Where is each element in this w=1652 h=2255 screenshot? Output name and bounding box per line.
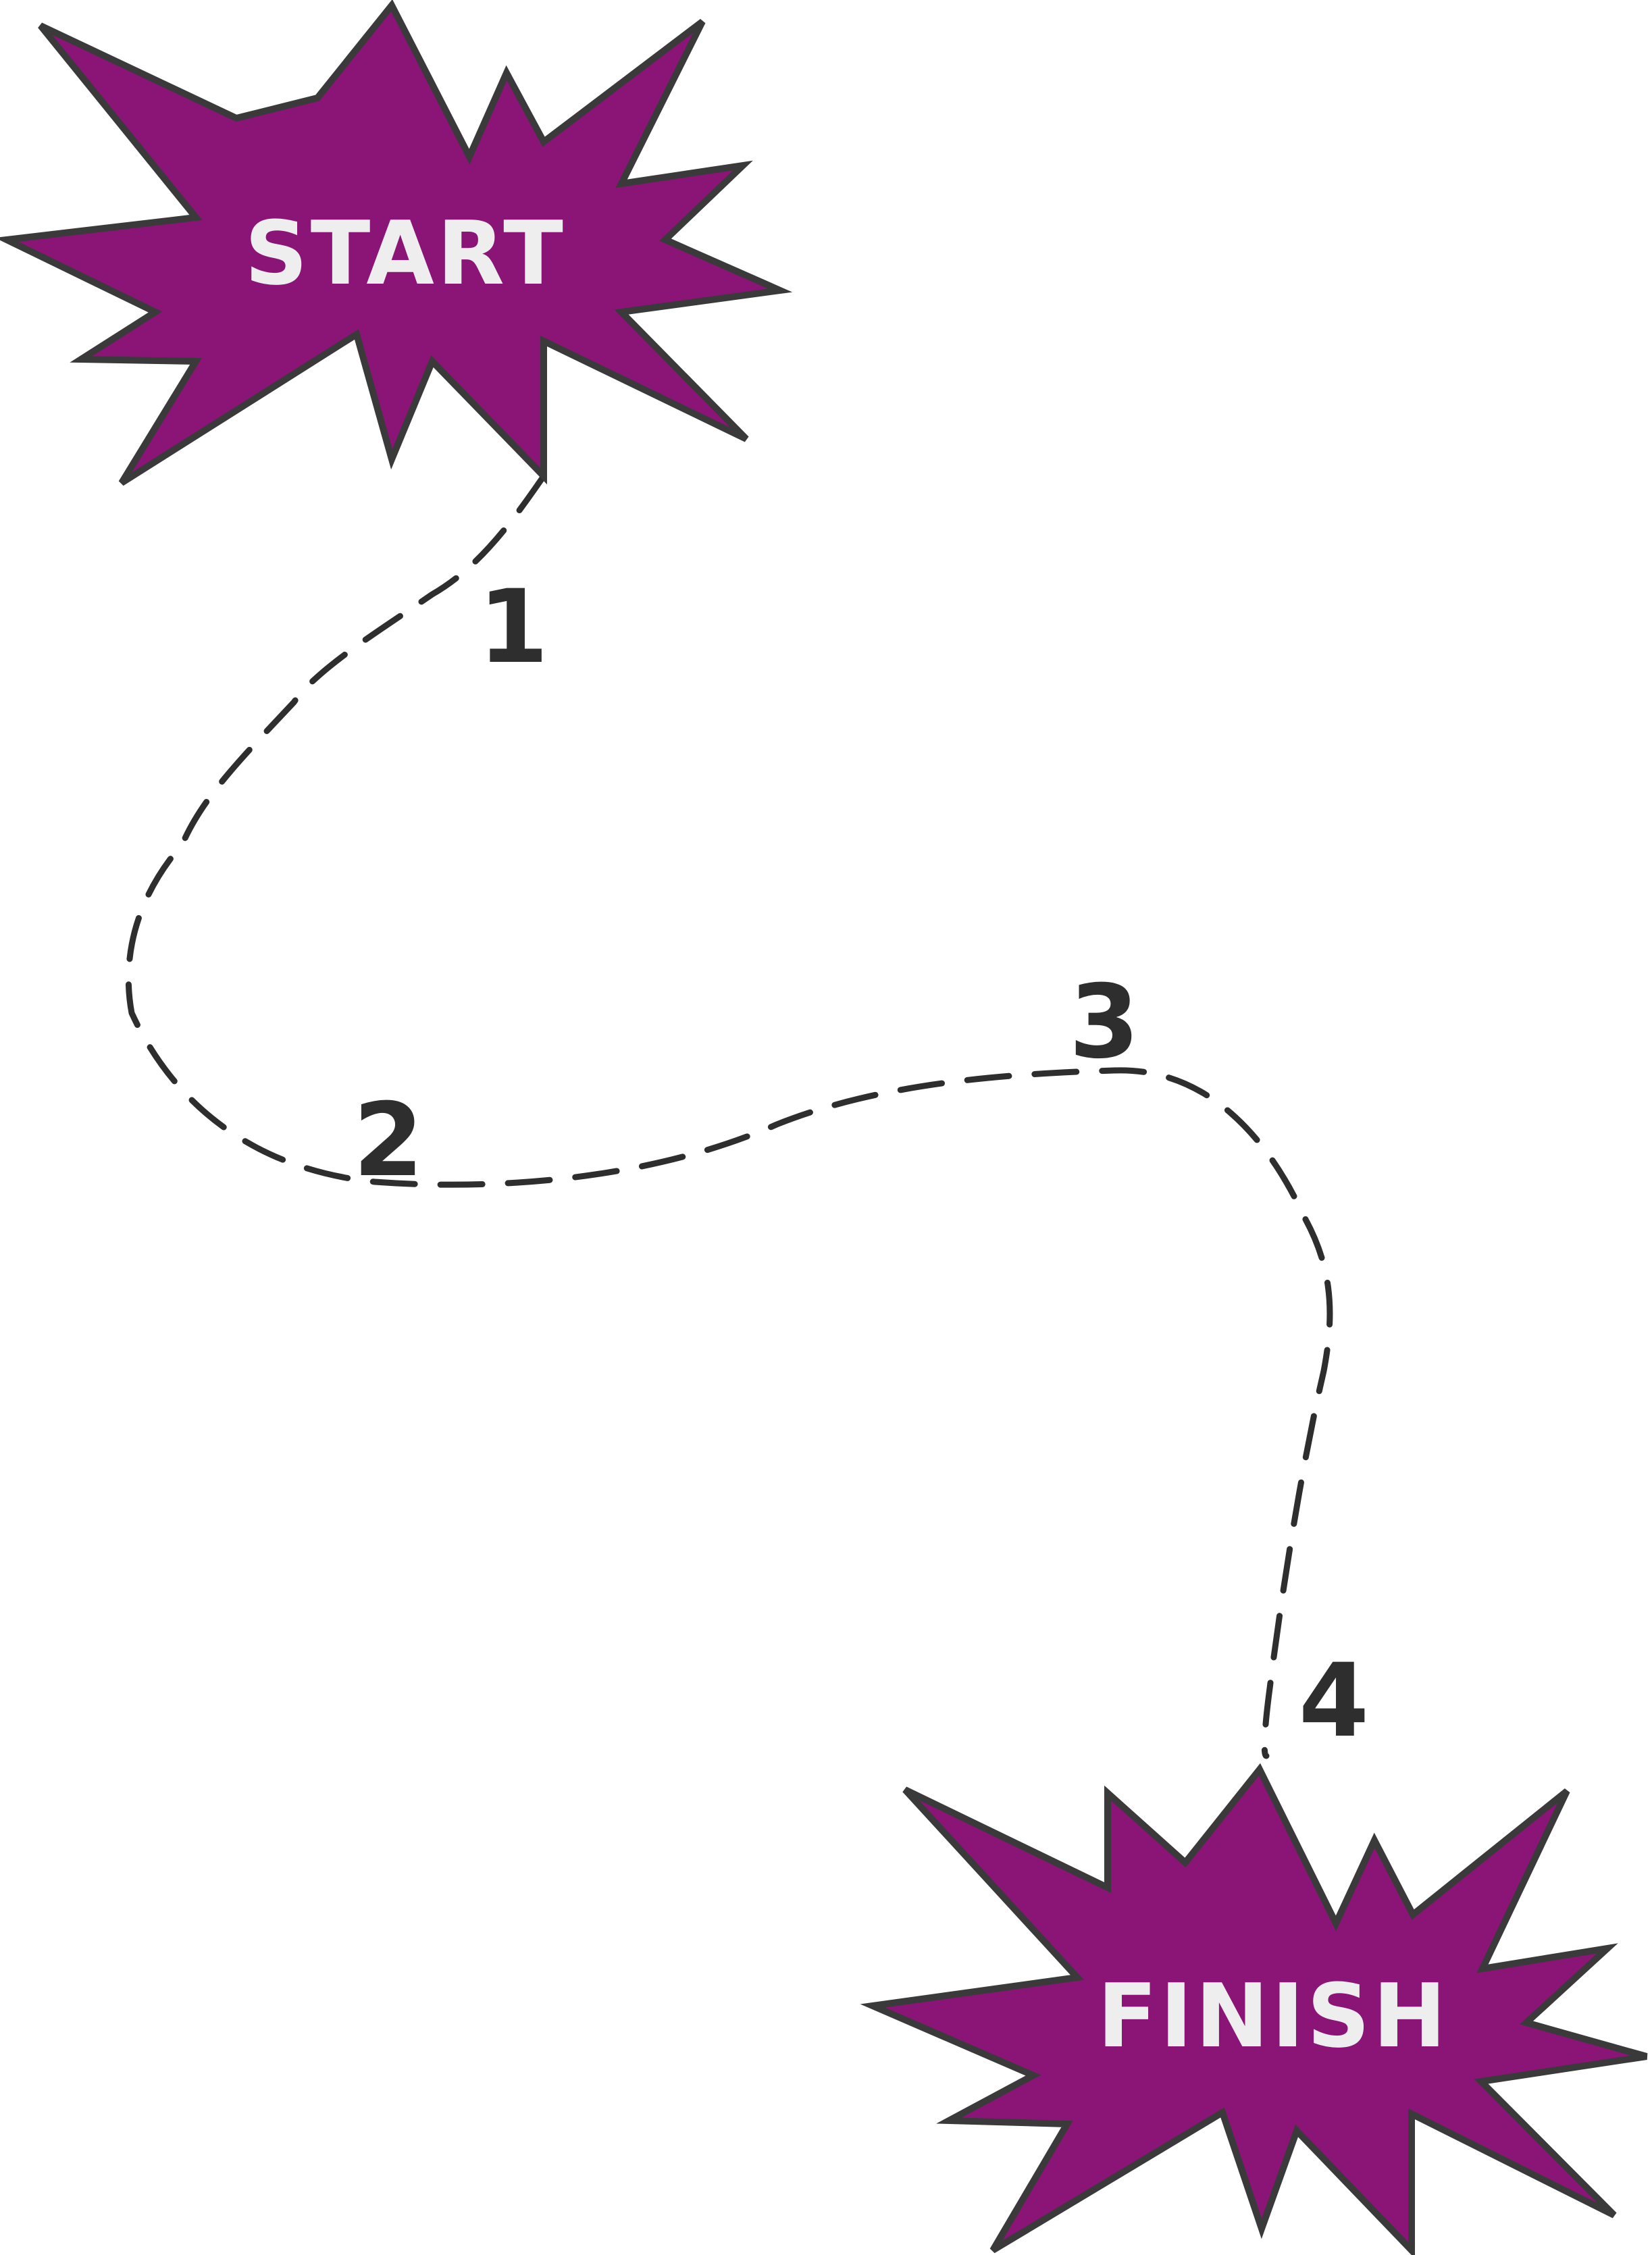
- finish-label: FINISH: [1098, 1965, 1449, 2067]
- start-burst-shape: [0, 0, 793, 486]
- start-burst: START: [0, 0, 793, 486]
- step-number-3: 3: [1069, 964, 1139, 1081]
- step-number-1: 1: [478, 569, 548, 686]
- finish-burst: FINISH: [860, 1763, 1648, 2255]
- step-number-4: 4: [1299, 1642, 1369, 1760]
- step-number-2: 2: [353, 1082, 423, 1199]
- finish-burst-shape: [860, 1763, 1648, 2255]
- dashed-route-path: [125, 473, 1333, 1759]
- start-label: START: [244, 202, 566, 305]
